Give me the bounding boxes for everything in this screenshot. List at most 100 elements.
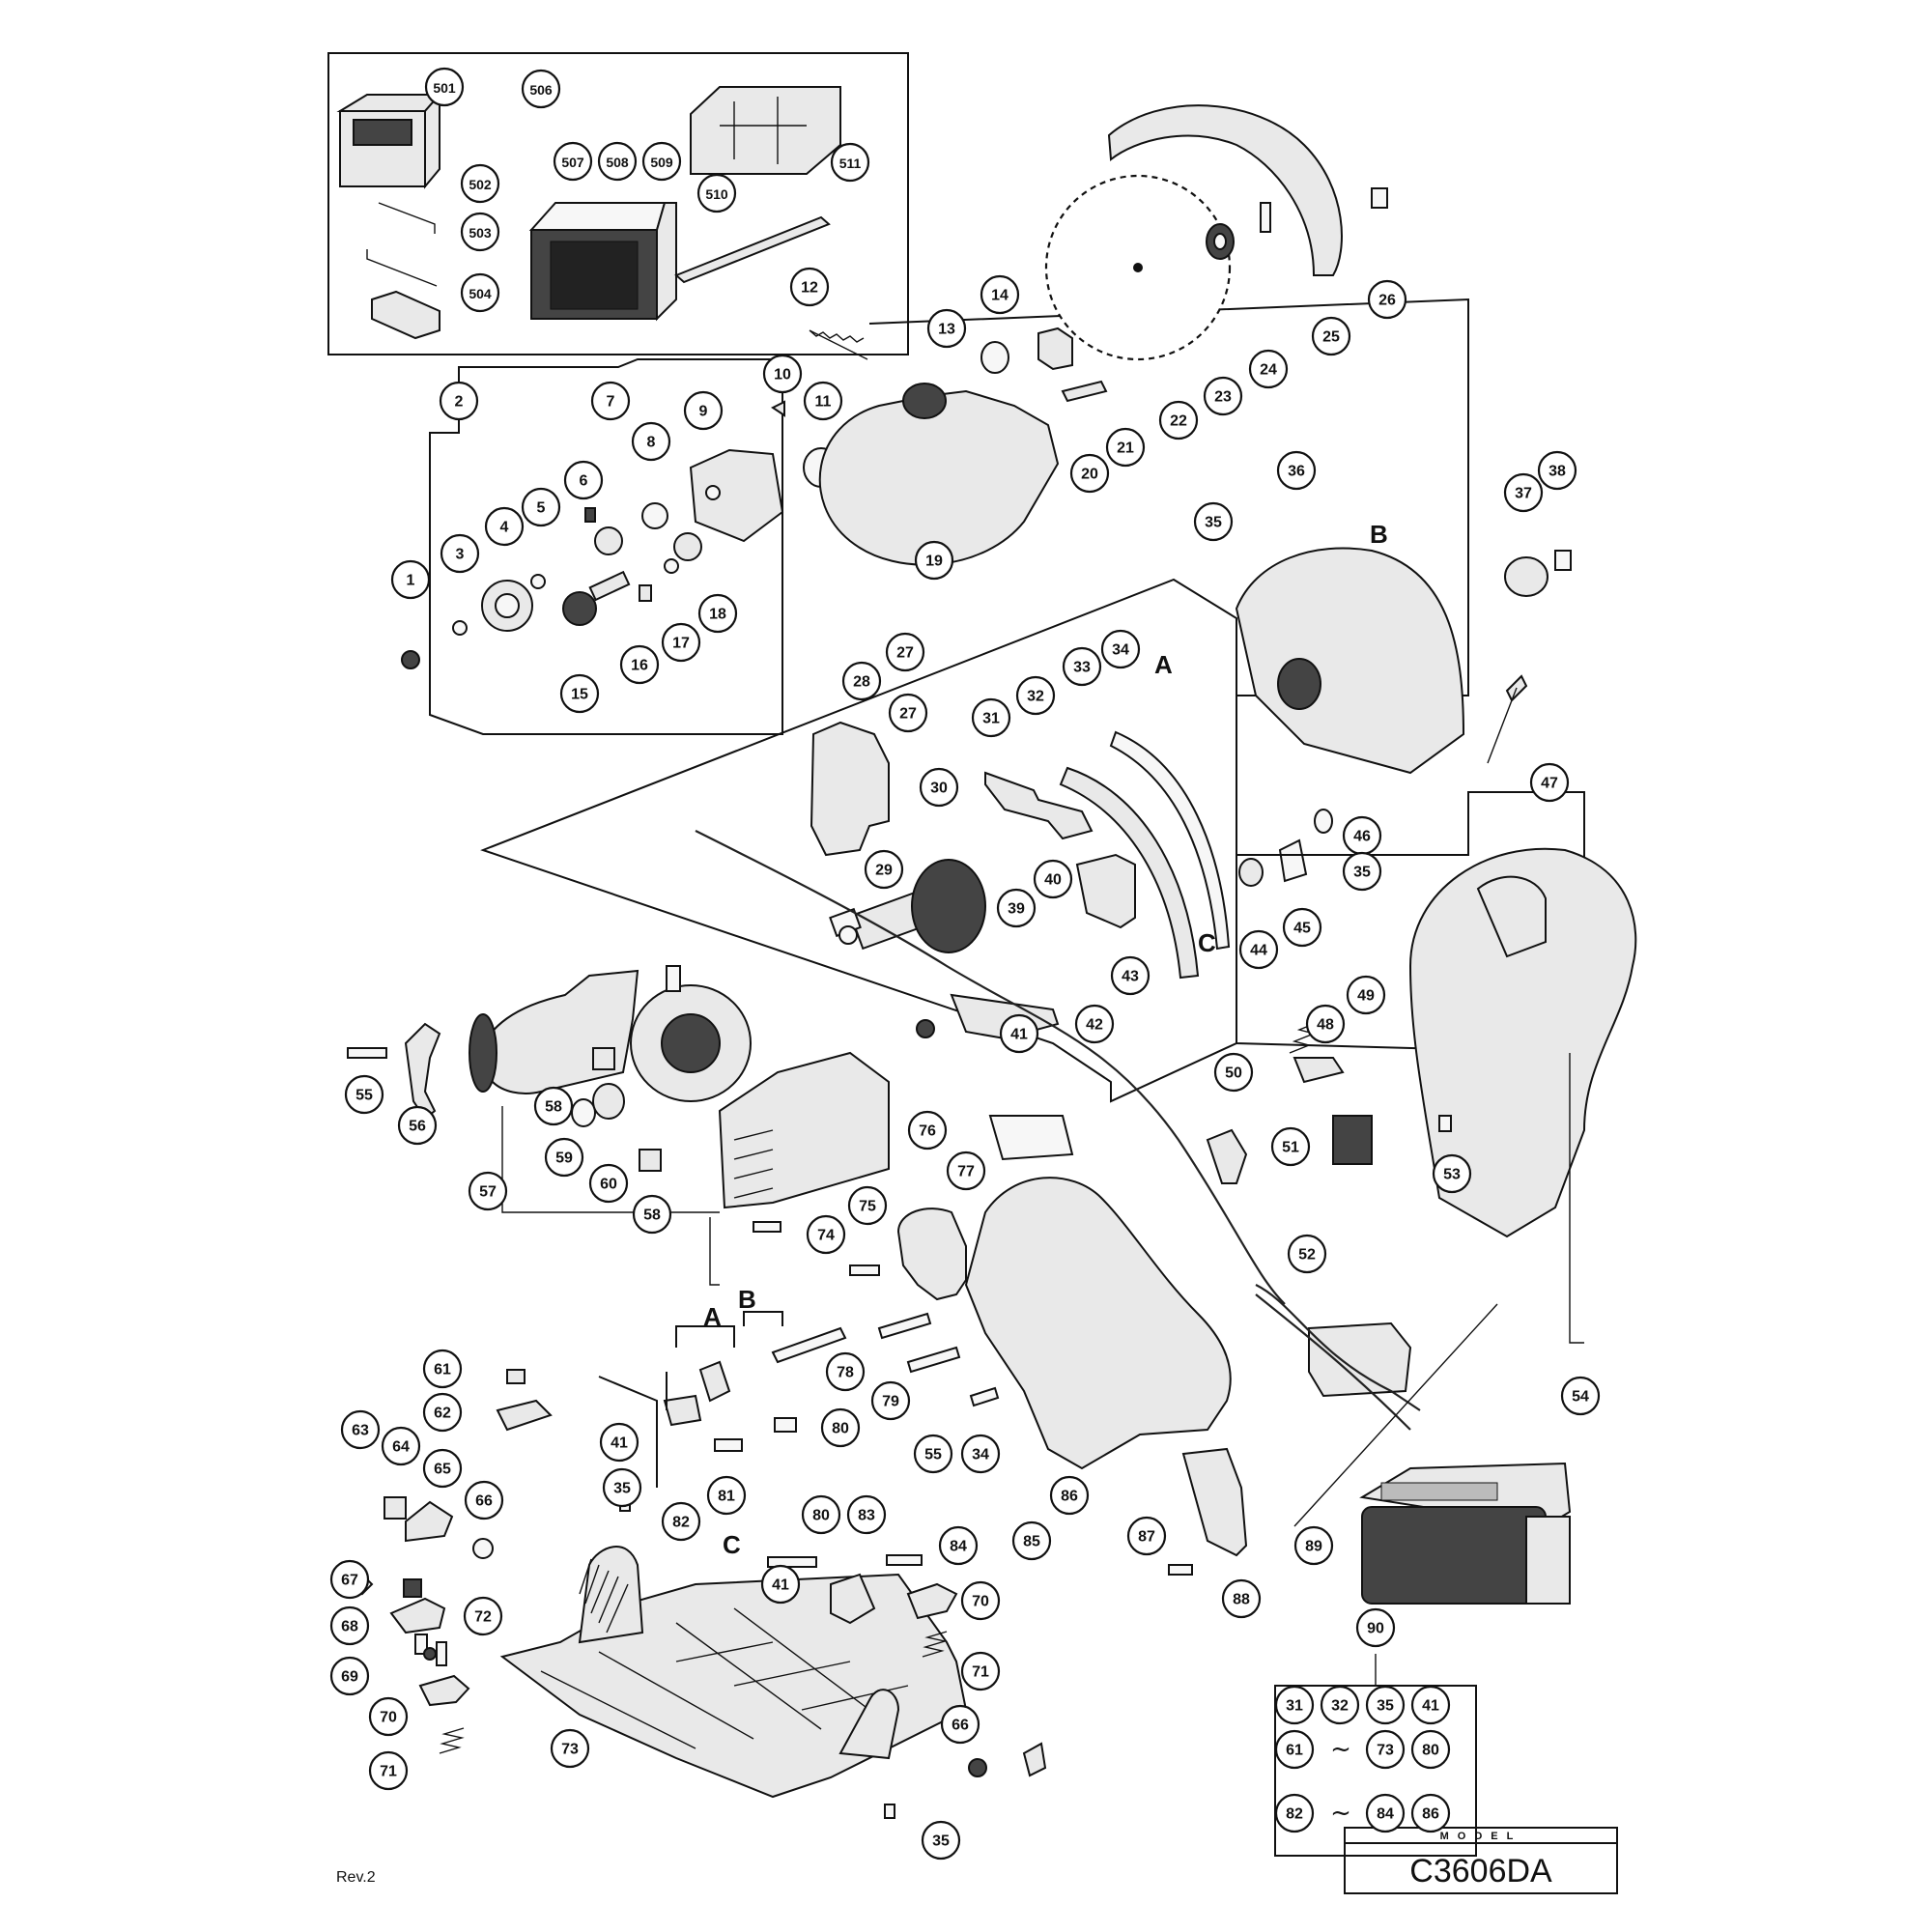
callout-41: 41 (999, 1013, 1039, 1054)
callout-2: 2 (439, 381, 479, 421)
charger-illustration (336, 92, 442, 189)
svg-text:52: 52 (1298, 1247, 1316, 1264)
callout-12: 12 (789, 267, 830, 307)
svg-text:66: 66 (952, 1718, 969, 1734)
callout-35-dup: 35 (602, 1467, 642, 1508)
callout-49: 49 (1346, 975, 1386, 1015)
callout-72: 72 (463, 1596, 503, 1636)
parallel-guide-small (371, 290, 440, 340)
callout-38: 38 (1537, 450, 1577, 491)
svg-text:8: 8 (647, 435, 656, 451)
ref-letter-c-low: C (723, 1530, 741, 1559)
svg-text:509: 509 (650, 155, 673, 170)
callout-86: 86 (1049, 1475, 1090, 1516)
callout-48: 48 (1305, 1004, 1346, 1044)
callout-58: 58 (533, 1086, 574, 1126)
svg-text:14: 14 (991, 288, 1009, 304)
stator (630, 965, 752, 1102)
svg-text:57: 57 (479, 1184, 497, 1201)
callout-42: 42 (1074, 1004, 1115, 1044)
svg-text:33: 33 (1073, 660, 1091, 676)
callout-71: 71 (368, 1750, 409, 1791)
svg-text:510: 510 (705, 186, 728, 202)
callout-25: 25 (1311, 316, 1351, 356)
kit-row3-tilde: ~ (1330, 1799, 1351, 1828)
callout-509: 509 (641, 141, 682, 182)
svg-text:70: 70 (380, 1710, 397, 1726)
svg-text:49: 49 (1357, 988, 1375, 1005)
callout-68: 68 (329, 1605, 370, 1646)
svg-text:89: 89 (1305, 1539, 1322, 1555)
callout-53: 53 (1432, 1153, 1472, 1194)
svg-text:16: 16 (631, 658, 648, 674)
callout-60: 60 (588, 1163, 629, 1204)
parallel-guide-bar (674, 215, 831, 284)
svg-text:87: 87 (1138, 1529, 1155, 1546)
svg-text:21: 21 (1117, 440, 1134, 457)
svg-text:507: 507 (561, 155, 584, 170)
callout-17: 17 (661, 622, 701, 663)
svg-text:35: 35 (1205, 515, 1222, 531)
callout-27: 27 (885, 632, 925, 672)
callout-57: 57 (468, 1171, 508, 1211)
callout-5: 5 (521, 487, 561, 527)
callout-18: 18 (697, 593, 738, 634)
callout-506: 506 (521, 69, 561, 109)
model-name: C3606DA (1409, 1853, 1552, 1889)
callout-77: 77 (946, 1151, 986, 1191)
callout-502: 502 (460, 163, 500, 204)
svg-text:50: 50 (1225, 1065, 1242, 1082)
kit-callout-61: 61 (1274, 1729, 1315, 1770)
callout-61: 61 (422, 1349, 463, 1389)
callout-11: 11 (803, 381, 843, 421)
callout-6: 6 (563, 460, 604, 500)
battery-pack (1359, 1462, 1572, 1605)
svg-text:503: 503 (469, 225, 492, 241)
kit-callout-86: 86 (1410, 1793, 1451, 1833)
callout-39: 39 (996, 888, 1037, 928)
svg-text:35: 35 (1377, 1698, 1394, 1715)
callout-501: 501 (424, 67, 465, 107)
svg-text:40: 40 (1044, 872, 1062, 889)
callout-40: 40 (1033, 859, 1073, 899)
callout-35-dup: 35 (921, 1820, 961, 1861)
svg-text:36: 36 (1288, 464, 1305, 480)
callout-62: 62 (422, 1392, 463, 1433)
svg-text:75: 75 (859, 1199, 876, 1215)
callout-35: 35 (1193, 501, 1234, 542)
callout-70: 70 (368, 1696, 409, 1737)
callout-31: 31 (971, 697, 1011, 738)
callout-58-dup: 58 (632, 1194, 672, 1235)
ref-lines-82 (598, 1372, 668, 1488)
bevel-rail-31 (1059, 766, 1200, 980)
hex-key-small (378, 202, 436, 234)
svg-text:76: 76 (919, 1123, 936, 1140)
blade-housing (1235, 547, 1465, 775)
accessory-frame (327, 52, 909, 355)
callout-63: 63 (340, 1409, 381, 1450)
svg-text:72: 72 (474, 1609, 492, 1626)
model-box (1344, 1827, 1618, 1894)
svg-text:84: 84 (950, 1539, 967, 1555)
callout-27-dup: 27 (888, 693, 928, 733)
kit-row2-tilde: ~ (1330, 1735, 1351, 1764)
svg-text:28: 28 (853, 674, 870, 691)
callout-88: 88 (1221, 1578, 1262, 1619)
handle-group-frame (1236, 791, 1585, 1055)
svg-text:6: 6 (580, 473, 588, 490)
svg-text:64: 64 (392, 1439, 410, 1456)
svg-text:55: 55 (355, 1088, 373, 1104)
callout-51: 51 (1270, 1126, 1311, 1167)
callout-21: 21 (1105, 427, 1146, 468)
callout-71-dup: 71 (960, 1651, 1001, 1691)
callout-76: 76 (907, 1110, 948, 1151)
svg-text:4: 4 (500, 520, 509, 536)
svg-text:48: 48 (1317, 1017, 1334, 1034)
svg-text:24: 24 (1260, 362, 1277, 379)
svg-text:26: 26 (1378, 293, 1396, 309)
ref-letter-b-top: B (1370, 520, 1388, 549)
svg-text:67: 67 (341, 1573, 358, 1589)
svg-text:34: 34 (1112, 642, 1129, 659)
wire-harness (695, 830, 1286, 1305)
